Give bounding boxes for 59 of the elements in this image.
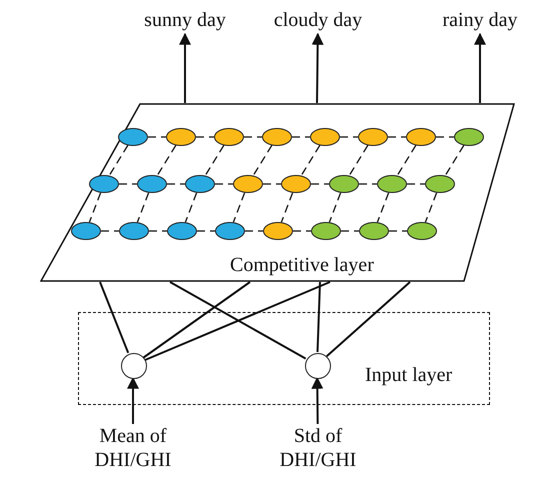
- dashed-connector: [340, 136, 358, 138]
- arrow: [474, 32, 486, 103]
- dashed-connector: [328, 192, 342, 222]
- dashed-connector: [389, 230, 407, 232]
- connection-line: [99, 282, 130, 354]
- dashed-connector: [184, 192, 198, 222]
- arrow: [179, 32, 191, 103]
- dashed-connector: [436, 136, 454, 138]
- dashed-connector: [407, 183, 425, 185]
- output-label: rainy day: [422, 8, 538, 34]
- input-label: Mean of DHI/GHI: [83, 424, 183, 472]
- input-layer-box: [78, 312, 490, 405]
- dashed-connector: [376, 192, 390, 222]
- dashed-connector: [359, 183, 377, 185]
- dashed-connector: [280, 192, 294, 222]
- dashed-connector: [311, 183, 329, 185]
- dashed-connector: [341, 230, 359, 232]
- dashed-connector: [424, 192, 438, 222]
- dashed-connector: [232, 192, 246, 222]
- connection-line: [170, 281, 306, 360]
- arrow: [312, 32, 324, 104]
- dashed-connector: [88, 192, 102, 222]
- dashed-connector: [300, 145, 320, 176]
- dashed-connector: [119, 183, 137, 185]
- dashed-connector: [244, 136, 262, 138]
- dashed-connector: [292, 136, 310, 138]
- dashed-connector: [388, 136, 406, 138]
- dashed-connector: [196, 136, 214, 138]
- input-neuron: [305, 353, 331, 379]
- dashed-connector: [149, 230, 167, 232]
- connection-line: [316, 282, 321, 352]
- dashed-connector: [252, 145, 272, 176]
- layer-label: Competitive layer: [230, 253, 374, 277]
- dashed-connector: [136, 192, 150, 222]
- input-neuron: [121, 353, 147, 379]
- output-label: sunny day: [125, 8, 245, 34]
- arrow: [127, 376, 139, 424]
- dashed-connector: [101, 230, 119, 232]
- dashed-connector: [396, 145, 416, 176]
- dashed-connector: [167, 183, 185, 185]
- dashed-connector: [293, 230, 311, 232]
- dashed-connector: [263, 183, 281, 185]
- dashed-connector: [204, 145, 224, 176]
- connection-line: [143, 281, 251, 358]
- layer-label: Input layer: [365, 363, 452, 387]
- dashed-connector: [148, 136, 166, 138]
- dashed-connector: [444, 145, 464, 176]
- dashed-connector: [156, 145, 176, 176]
- dashed-connector: [215, 183, 233, 185]
- output-label: cloudy day: [258, 8, 378, 34]
- dashed-connector: [245, 230, 263, 232]
- connection-line: [326, 281, 411, 358]
- dashed-connector: [197, 230, 215, 232]
- dashed-connector: [348, 145, 368, 176]
- connection-line: [144, 281, 330, 361]
- layer-plane: [40, 103, 515, 282]
- dashed-connector: [108, 145, 128, 176]
- input-label: Std of DHI/GHI: [268, 424, 368, 472]
- arrow: [311, 376, 324, 424]
